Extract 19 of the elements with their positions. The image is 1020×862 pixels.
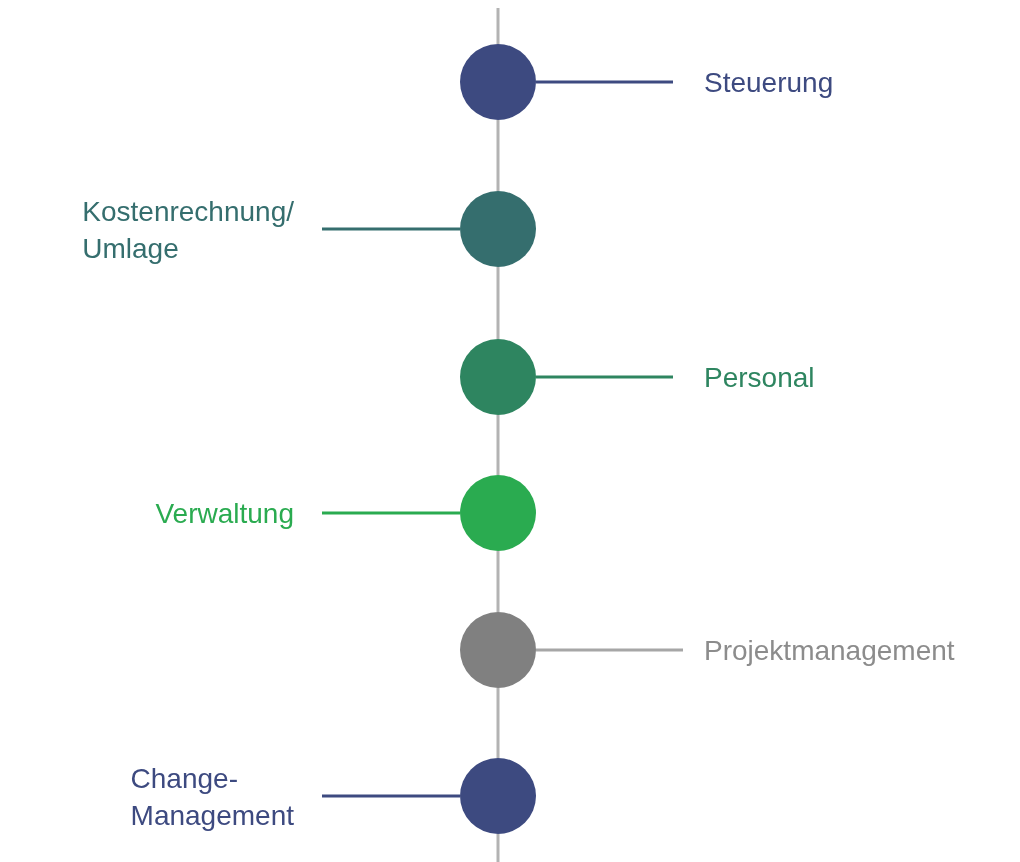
topic-label: Change- Management: [130, 762, 294, 833]
connector-line: [322, 794, 460, 798]
timeline-line: [496, 834, 500, 862]
topic-label: Kostenrechnung/ Umlage: [82, 195, 294, 266]
timeline-line: [496, 415, 500, 475]
topic-label: Personal: [704, 360, 815, 395]
topic-label: Verwaltung: [155, 496, 294, 531]
connector-line: [536, 375, 673, 379]
timeline-line: [496, 688, 500, 758]
connector-line: [322, 227, 460, 231]
timeline-line: [496, 267, 500, 339]
connector-line: [536, 648, 683, 652]
topic-label: Steuerung: [704, 65, 834, 100]
timeline-line: [496, 551, 500, 612]
timeline-line: [496, 8, 500, 44]
timeline-line: [496, 120, 500, 191]
topic-label: Projektmanagement: [704, 633, 955, 668]
connector-line: [322, 511, 460, 515]
connector-line: [536, 80, 673, 84]
